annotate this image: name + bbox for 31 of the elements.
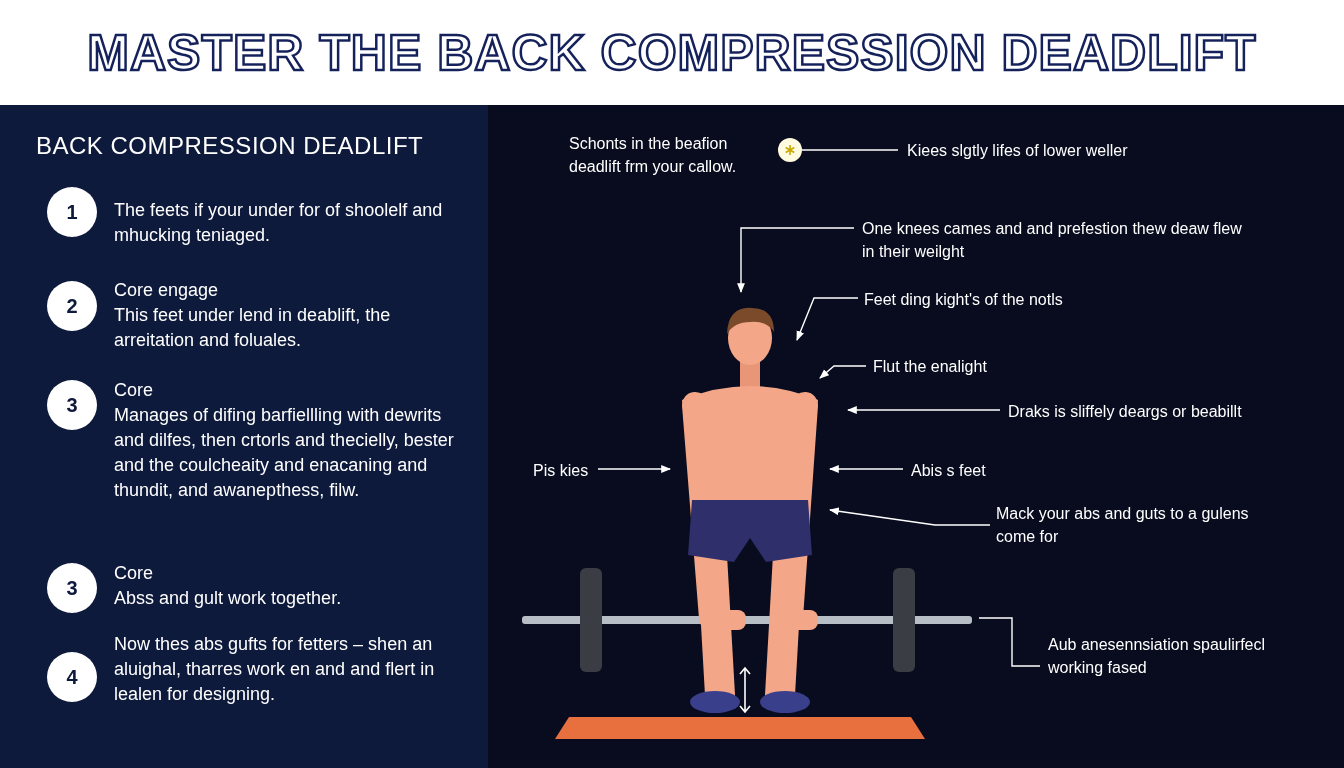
barbell-and-mat-drawing — [520, 566, 975, 740]
step-heading: Core — [114, 562, 154, 585]
step-text: Manages of difing barfiellling with dewrits and dilfes, then crtorls and thecielly, bester and the coulcheaity and enacaning and thundit, and awanepthess, filw. — [114, 404, 455, 502]
callout-text: One knees cames and and prefestion thew deaw flew in their weilght — [862, 217, 1242, 263]
callout-text: Aub anesennsiation spaulirfecl working fased — [1048, 633, 1278, 679]
step-heading: Core — [114, 379, 154, 402]
section-heading: BACK COMPRESSION DEADLIFT — [36, 132, 424, 160]
arrow — [796, 297, 859, 341]
step-heading: Core engage — [114, 279, 220, 302]
connector-line — [978, 617, 1041, 667]
step-text: The feets if your under for of shoolelf and mhucking teniaged. — [114, 199, 444, 247]
callout-text: Abis s feet — [911, 459, 986, 482]
arrow — [847, 406, 1001, 414]
arrow — [819, 365, 867, 379]
callout-text: Mack your abs and guts to a gulens come for — [996, 502, 1286, 548]
callout-text: Draks is sliffely deargs or beabillt — [1008, 400, 1242, 423]
step-text: Abss and gult work together. — [114, 587, 343, 610]
callout-text: Pis kies — [533, 459, 589, 482]
arrow — [829, 465, 904, 473]
callout-text: Kiees slgtly lifes of lower weller — [907, 139, 1128, 162]
arrow — [829, 507, 991, 526]
arrow — [737, 227, 855, 293]
title: MASTER THE BACK COMPRESSION DEADLIFT — [87, 23, 1257, 82]
note-text: Schonts in the beafion deadlift frm your callow. — [569, 134, 738, 177]
step-text: Now thes abs gufts for fetters – shen an aluighal, tharres work en and and flert in lealen for designing. — [114, 633, 436, 706]
step-text: This feet under lend in deablift, the arreitation and foluales. — [114, 304, 392, 352]
connector-line — [801, 149, 899, 151]
arrow — [597, 465, 671, 473]
asterisk-marker — [778, 138, 802, 162]
callout-text: Flut the enalight — [873, 355, 987, 378]
callout-text: Feet ding kight's of the notls — [864, 288, 1063, 311]
